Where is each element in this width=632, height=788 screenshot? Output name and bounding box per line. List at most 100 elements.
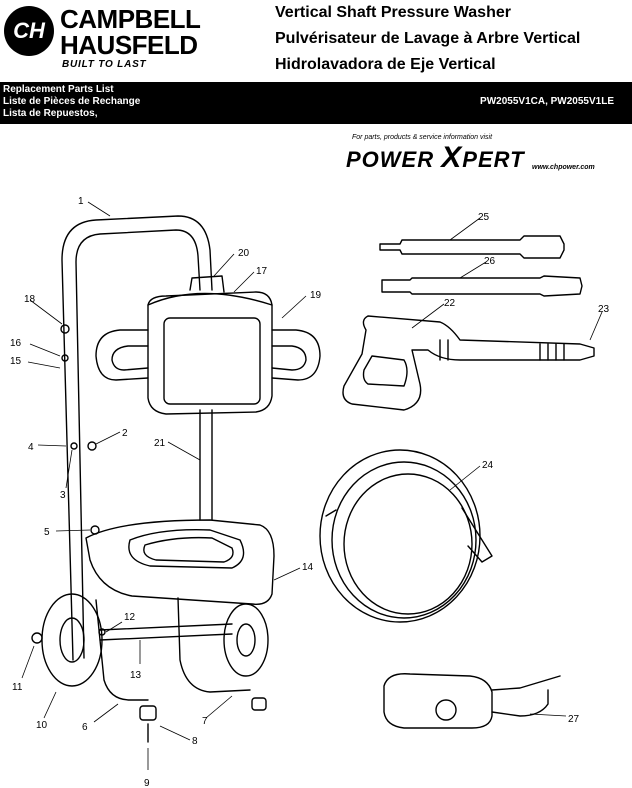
leader-21 [167, 441, 201, 461]
leader-3 [65, 449, 73, 489]
bolt-16-drawing [61, 354, 69, 362]
leader-22 [411, 303, 445, 329]
exploded-parts-diagram: 1 2 3 4 5 6 7 8 9 10 11 12 13 14 15 16 1… [10, 196, 610, 788]
bolt-12-drawing [98, 628, 106, 636]
parts-list-line-english: Replacement Parts List [3, 84, 114, 95]
callout-15: 15 [10, 356, 22, 367]
bolt-18-drawing [60, 324, 70, 334]
parts-list-bar: Replacement Parts List Liste de Pièces d… [0, 82, 632, 124]
bolt-3-drawing [70, 442, 78, 450]
powerxpert-logo: POWER XPERT [346, 141, 525, 175]
detergent-tank-drawing [383, 673, 493, 729]
parts-list-line-spanish: Lista de Repuestos, [3, 108, 98, 119]
parts-list-line-french: Liste de Pièces de Rechange [3, 96, 141, 107]
wand-25-drawing [379, 235, 565, 259]
leader-5 [55, 529, 91, 532]
leader-20 [213, 253, 235, 277]
deck-recess-drawing [128, 529, 245, 569]
leader-16 [29, 343, 61, 357]
title-spanish: Hidrolavadora de Eje Vertical [275, 56, 496, 73]
leader-11 [21, 645, 35, 679]
leader-2 [95, 431, 121, 445]
callout-4: 4 [28, 442, 34, 453]
base-deck-drawing [85, 519, 275, 605]
callout-5: 5 [44, 527, 50, 538]
powerxpert-logo-x: X [441, 141, 463, 174]
spray-gun-ribs-drawing [439, 339, 565, 361]
leader-18 [29, 299, 63, 325]
model-numbers: PW2055V1CA, PW2055V1LE [480, 96, 614, 107]
deck-recess-inner-drawing [143, 536, 234, 563]
powerxpert-tagline: For parts, products & service informatio… [352, 134, 493, 141]
callout-8: 8 [192, 736, 198, 747]
leader-12 [105, 621, 123, 633]
tank-logo-icon [435, 699, 457, 721]
brand-tagline: BUILT TO LAST [62, 59, 147, 70]
title-french: Pulvérisateur de Lavage à Arbre Vertical [275, 30, 581, 47]
title-block: Vertical Shaft Pressure Washer Pulvérisa… [275, 0, 580, 78]
right-wheel-hub-drawing [236, 623, 256, 657]
hose-hook-right-drawing [271, 329, 321, 381]
hose-coil-mid-drawing [331, 461, 477, 619]
right-foot-drawing [251, 697, 267, 711]
engine-cover-drawing [163, 317, 261, 405]
leader-4 [37, 444, 67, 447]
leader-26 [459, 261, 487, 279]
leader-1 [87, 201, 111, 217]
right-wheel-drawing [223, 603, 269, 677]
callout-16: 16 [10, 338, 22, 349]
left-foot-drawing [139, 705, 157, 721]
brand-name-line2: HAUSFELD [60, 30, 198, 60]
leader-24 [449, 465, 481, 491]
engine-housing-drawing [147, 291, 273, 415]
header: CH CAMPBELL HAUSFELD BUILT TO LAST Verti… [0, 0, 632, 82]
callout-3: 3 [60, 490, 66, 501]
leader-15 [27, 361, 61, 369]
left-wheel-hub-drawing [59, 617, 85, 663]
callout-26: 26 [484, 256, 496, 267]
powerxpert-logo-pert: PERT [462, 147, 525, 172]
lower-frame-cross-drawing [99, 623, 233, 641]
callout-17: 17 [256, 266, 268, 277]
callout-7: 7 [202, 716, 208, 727]
leader-8 [159, 725, 191, 741]
callout-6: 6 [82, 722, 88, 733]
callout-2: 2 [122, 428, 128, 439]
spray-gun-drawing [342, 315, 595, 411]
leader-7 [205, 695, 233, 719]
callout-27: 27 [568, 714, 580, 725]
bolt-11-drawing [31, 632, 43, 644]
lower-frame-drawing [95, 597, 251, 701]
callout-23: 23 [598, 304, 610, 315]
callout-14: 14 [302, 562, 314, 573]
tank-hose-drawing [491, 675, 561, 717]
callout-1: 1 [78, 196, 84, 207]
parts-list-heading: Replacement Parts List Liste de Pièces d… [3, 84, 140, 120]
hose-end-left-drawing [325, 509, 337, 517]
brand-name-line1: CAMPBELL [60, 4, 201, 34]
leader-6 [93, 703, 119, 723]
callout-21: 21 [154, 438, 166, 449]
brand-logo-icon: CH [4, 6, 54, 56]
callout-24: 24 [482, 460, 494, 471]
title-english: Vertical Shaft Pressure Washer [275, 4, 511, 21]
callout-11: 11 [12, 682, 23, 693]
callout-10: 10 [36, 720, 48, 731]
pump-mount-tube-drawing [199, 409, 213, 521]
hose-coil-inner-drawing [343, 473, 473, 615]
callout-9: 9 [144, 778, 150, 788]
spray-gun-grip-drawing [362, 355, 408, 387]
hose-end-fitting-drawing [461, 507, 493, 563]
callout-19: 19 [310, 290, 322, 301]
leader-23 [589, 311, 603, 341]
leader-10 [43, 691, 57, 719]
engine-top-drawing [147, 275, 273, 306]
leader-17 [233, 271, 255, 293]
callout-25: 25 [478, 212, 490, 223]
callout-22: 22 [444, 298, 456, 309]
powerxpert-logo-power: POWER [346, 147, 435, 172]
leader-27 [529, 713, 567, 717]
callout-20: 20 [238, 248, 250, 259]
wand-26-drawing [381, 275, 583, 297]
bolt-2-drawing [87, 441, 97, 451]
